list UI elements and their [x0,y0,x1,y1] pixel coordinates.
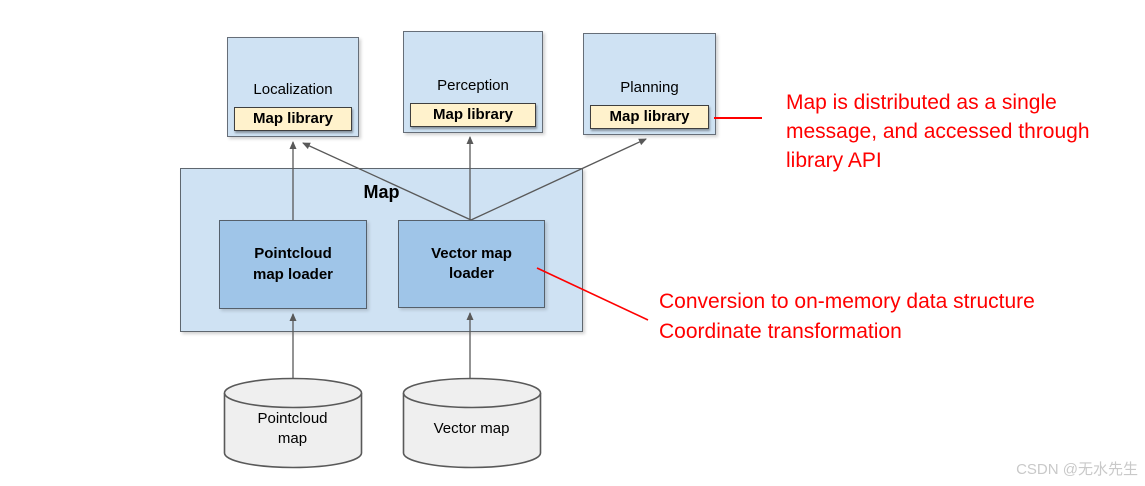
planning-box: Planning Map library [583,33,716,135]
localization-box: Localization Map library [227,37,359,137]
annotation-conversion: Conversion to on-memory data structure C… [659,290,1035,343]
planning-label: Planning [620,79,679,96]
perception-label: Perception [437,77,509,94]
pointcloud-map-store: Pointcloud map [224,398,361,460]
planning-map-library-box: Map library [590,105,709,129]
annotation-library-api: Map is distributed as a single message, … [786,91,1090,172]
localization-map-library-box: Map library [234,107,352,131]
pointcloud-map-store-label: Pointcloud map [257,409,328,447]
perception-map-library-box: Map library [410,103,536,127]
perception-box: Perception Map library [403,31,543,133]
watermark: CSDN @无水先生 [1016,461,1138,478]
pointcloud-map-loader-label: Pointcloud map loader [252,245,334,283]
pointcloud-map-loader-box: Pointcloud map loader [219,220,367,309]
vector-map-loader-label: Vector map loader [431,244,512,282]
vector-map-store-label: Vector map [433,419,510,437]
vector-map-store: Vector map [403,398,540,460]
localization-label: Localization [253,81,333,98]
map-container-title: Map [363,182,400,202]
vector-map-loader-box: Vector map loader [398,220,545,308]
